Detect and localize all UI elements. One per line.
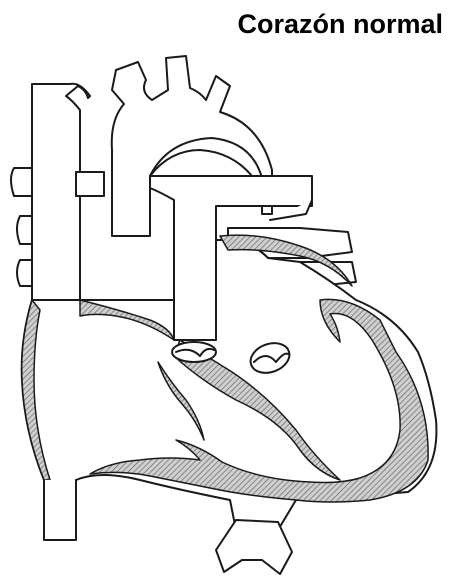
descending-vessel bbox=[216, 520, 292, 574]
vena-cava-branch bbox=[76, 172, 104, 196]
pulmonary-veins-left bbox=[11, 168, 34, 286]
pulmonary-valve bbox=[172, 342, 216, 362]
inferior-vena-cava bbox=[44, 480, 76, 540]
